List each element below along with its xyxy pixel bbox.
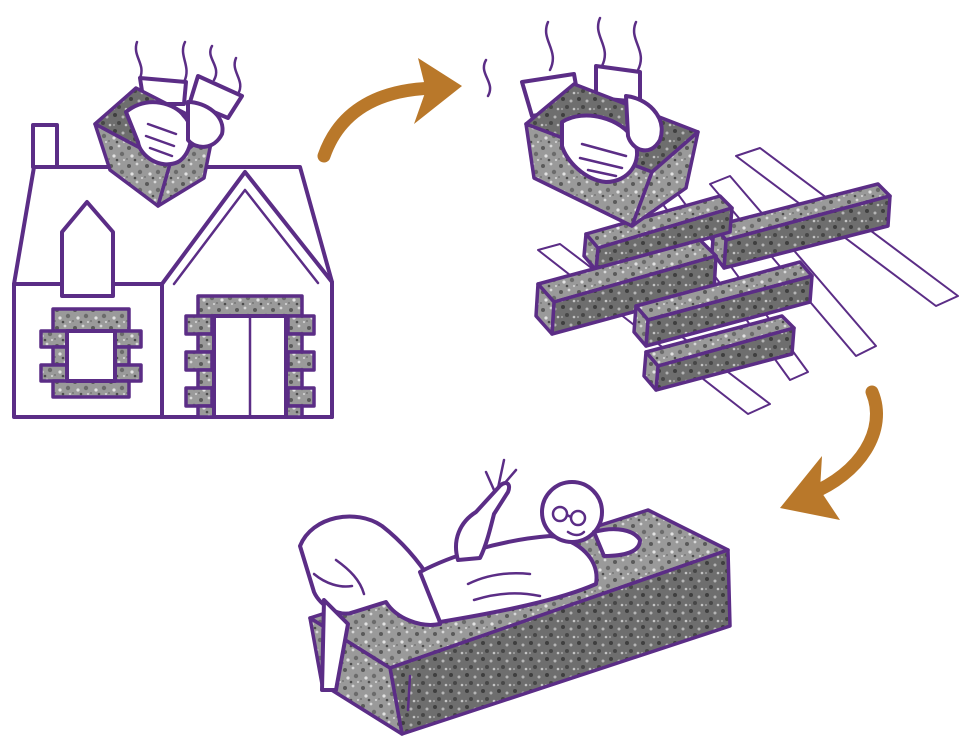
stone-house-icon xyxy=(14,42,332,417)
left-window xyxy=(41,309,141,397)
chimney xyxy=(33,125,57,167)
cycle-arrow-icon xyxy=(780,392,877,520)
cycle-arrow-icon xyxy=(324,58,462,156)
hands-holding-stone-icon xyxy=(484,18,698,226)
stacked-stone-blocks-icon xyxy=(484,18,958,414)
front-door xyxy=(186,296,314,417)
